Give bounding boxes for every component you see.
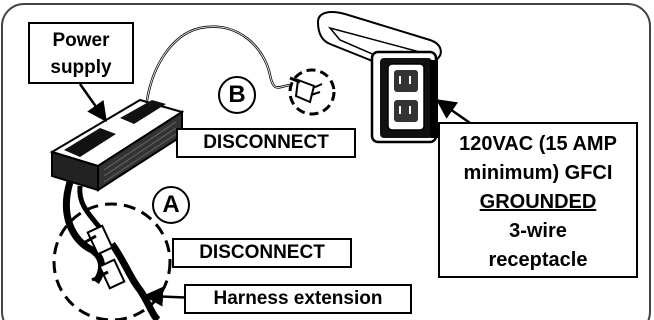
disconnect-a-label: DISCONNECT [172, 238, 352, 268]
power-supply-label: Power supply [28, 22, 134, 84]
power-supply-icon [49, 98, 185, 192]
harness-extension-label: Harness extension [184, 284, 412, 314]
power-supply-label-line2: supply [50, 57, 112, 78]
receptacle-label-line3: GROUNDED [479, 191, 597, 213]
power-supply-label-line1: Power [52, 30, 110, 51]
callout-b: B [218, 76, 256, 114]
leader-power-supply [78, 83, 107, 123]
receptacle-label-line5: receptacle [488, 249, 588, 271]
frame-border [1, 3, 651, 320]
receptacle-label-line4: 3-wire [509, 220, 567, 242]
connector-icon [79, 224, 126, 290]
gfci-outlet-icon [316, 11, 442, 144]
disconnect-b-label: DISCONNECT [176, 128, 356, 158]
power-plug-icon [288, 68, 336, 116]
harness-cable [109, 241, 161, 320]
disconnect-a-circle [52, 202, 172, 320]
callout-a: A [152, 186, 190, 224]
receptacle-label-line1: 120VAC (15 AMP [459, 133, 617, 155]
receptacle-label: 120VAC (15 AMP minimum) GFCI GROUNDED 3-… [438, 122, 638, 278]
receptacle-label-line2: minimum) GFCI [463, 162, 613, 184]
